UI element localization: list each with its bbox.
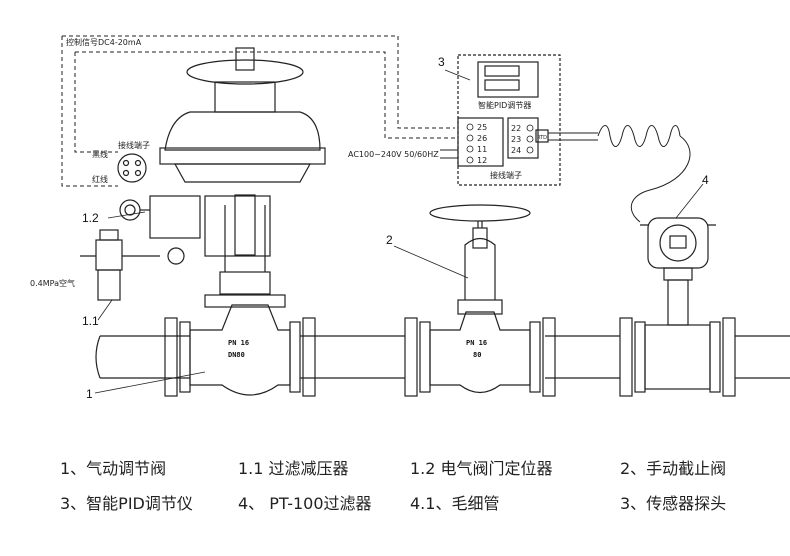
black-wire-label: 黑线: [92, 149, 108, 159]
stop-valve-dn: 80: [473, 351, 481, 359]
terminal-12: 12: [477, 156, 487, 165]
signal-label: 控制信号DC4-20mA: [66, 37, 142, 47]
controller-terminal-label: 接线端子: [490, 170, 522, 180]
control-valve: [119, 47, 326, 397]
legend-item: 1.2 电气阀门定位器: [410, 459, 553, 478]
junction-label: 接线端子: [118, 140, 150, 150]
terminal-25: 25: [477, 123, 487, 132]
pid-controller: [457, 54, 561, 186]
rtd-label: RTD: [537, 135, 547, 141]
legend-item: 2、手动截止阀: [620, 459, 727, 478]
terminal-26: 26: [477, 134, 487, 143]
legend-item: 3、智能PID调节仪: [60, 494, 193, 513]
legend-item: 4、 PT-100过滤器: [238, 494, 372, 513]
legend: 1、气动调节阀 1.1 过滤减压器 1.2 电气阀门定位器 2、手动截止阀 3、…: [0, 440, 790, 550]
control-valve-dn: DN80: [228, 351, 245, 359]
callout-reducer: 1.1: [82, 314, 99, 328]
red-wire-label: 红线: [92, 174, 108, 184]
terminal-24: 24: [511, 146, 521, 155]
callout-stop-valve: 2: [386, 233, 393, 247]
terminal-11: 11: [477, 145, 487, 154]
junction-box: [117, 153, 147, 183]
process-diagram: 控制信号DC4-20mA 3 智能PID调节器 接线端子 25 26 11 12…: [30, 35, 790, 401]
capillary-tube: [548, 125, 691, 223]
legend-item: 1、气动调节阀: [60, 459, 167, 478]
legend-item: 4.1、毛细管: [410, 494, 500, 513]
signal-dashed-line: [61, 35, 455, 187]
stop-valve-pn: PN 16: [466, 339, 487, 347]
pipeline: [95, 335, 790, 379]
terminal-22: 22: [511, 124, 521, 133]
controller-title: 智能PID调节器: [478, 100, 531, 110]
callout-sensor: 4: [702, 173, 709, 187]
terminal-23: 23: [511, 135, 521, 144]
callout-positioner: 1.2: [82, 211, 99, 225]
power-label: AC100~240V 50/60HZ: [348, 150, 439, 159]
stop-valve: [404, 204, 556, 397]
controller-number: 3: [438, 55, 445, 69]
temperature-sensor: [619, 217, 736, 397]
filter-reducer: [80, 229, 160, 301]
legend-item: 1.1 过滤减压器: [238, 459, 349, 478]
air-label: 0.4MPa空气: [30, 278, 75, 288]
callout-leaders: [94, 69, 704, 394]
legend-item: 3、传感器探头: [620, 494, 727, 513]
control-valve-pn: PN 16: [228, 339, 249, 347]
power-wires: [440, 149, 458, 159]
callout-control-valve: 1: [86, 387, 93, 401]
